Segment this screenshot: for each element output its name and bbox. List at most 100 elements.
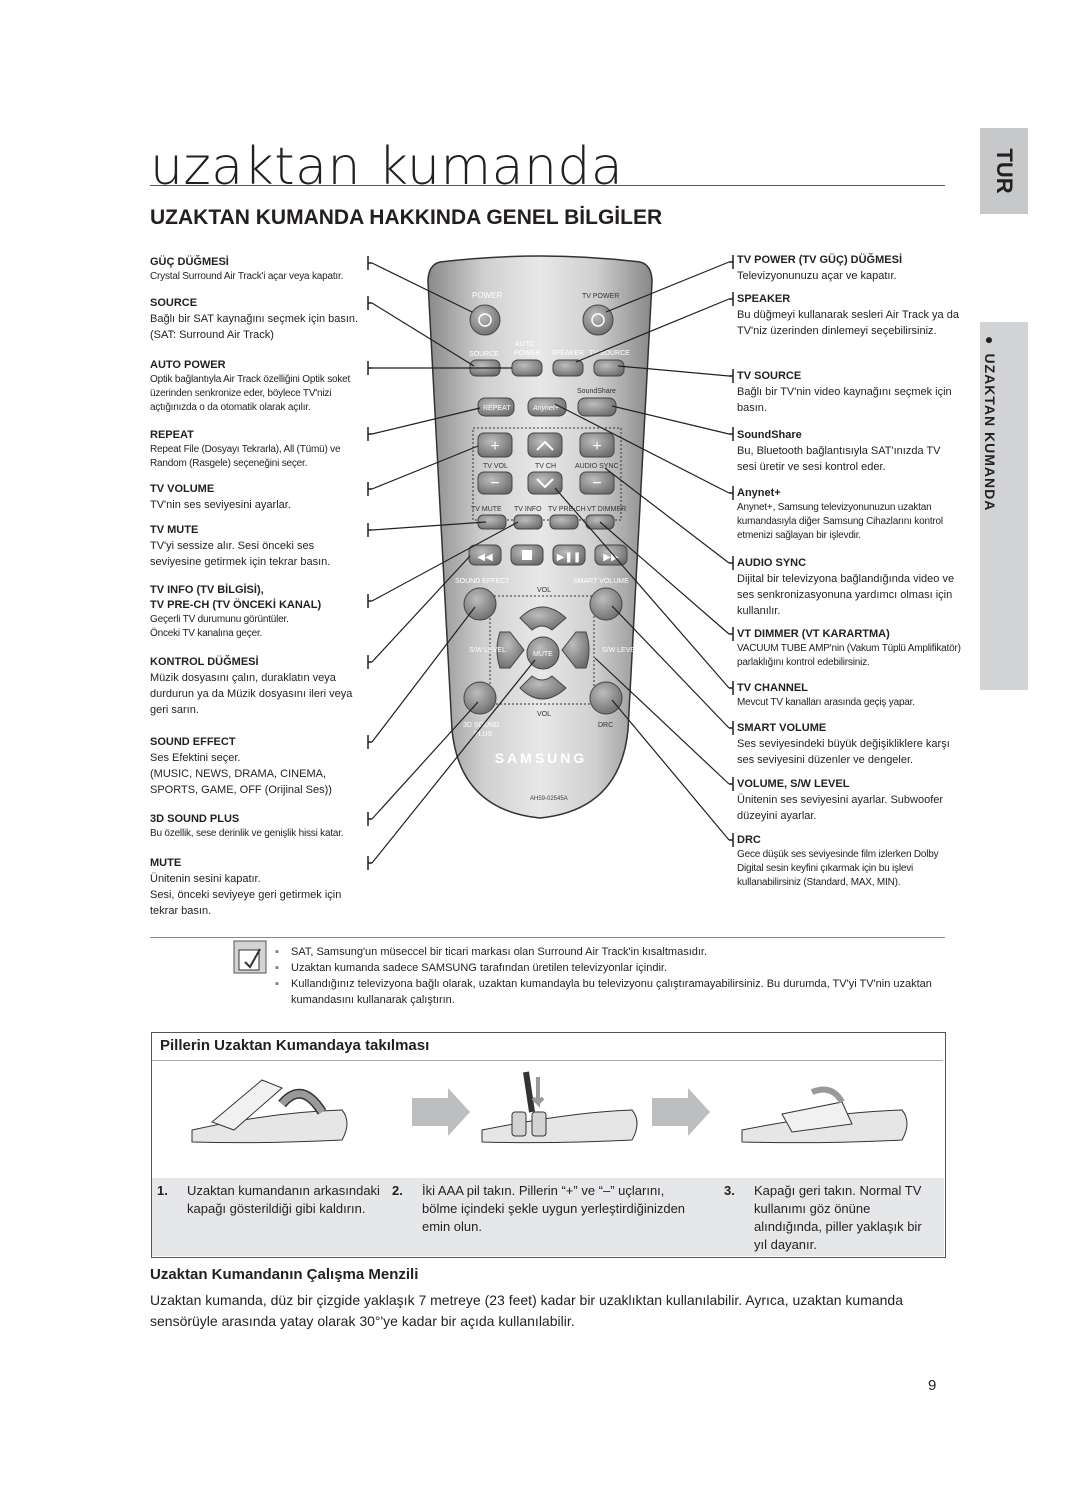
- tv-info-button[interactable]: [513, 514, 543, 530]
- control-pad-outline: [489, 595, 595, 705]
- label-title: TV POWER (TV GÜÇ) DÜĞMESİ: [737, 254, 902, 266]
- label-audio-sync: AUDIO SYNC Dijital bir televizyona bağla…: [737, 556, 962, 619]
- tv-ch-up-button[interactable]: [527, 432, 563, 458]
- tv-prech-text: TV PRE-CH: [548, 506, 586, 513]
- step-text: İki AAA pil takın. Pillerin “+” ve “–” u…: [422, 1183, 686, 1234]
- smart-volume-text: SMART VOLUME: [573, 578, 629, 585]
- tv-ch-text: TV CH: [535, 463, 556, 470]
- label-text: Ses Efektini seçer.: [150, 752, 241, 764]
- label-title: 3D SOUND PLUS: [150, 813, 240, 825]
- label-speaker: SPEAKER Bu düğmeyi kullanarak sesleri Ai…: [737, 292, 962, 339]
- speaker-button[interactable]: [552, 359, 584, 377]
- battery-section: [151, 1032, 946, 1258]
- label-text-2: (MUSIC, NEWS, DRAMA, CINEMA, SPORTS, GAM…: [150, 768, 332, 796]
- label-text: Repeat File (Dosyayı Tekrarla), All (Tüm…: [150, 444, 341, 469]
- right-brackets: [729, 255, 734, 847]
- label-title: MUTE: [150, 857, 182, 869]
- soundshare-text: SoundShare: [577, 388, 616, 395]
- soundshare-button[interactable]: [577, 397, 617, 417]
- step-number: 1.: [157, 1183, 168, 1198]
- repeat-button[interactable]: [477, 397, 515, 417]
- step-number: 3.: [724, 1183, 735, 1198]
- remote-body: [427, 255, 653, 819]
- sound-effect-button[interactable]: [463, 587, 497, 621]
- rewind-button[interactable]: [468, 544, 502, 566]
- sw-level-right-text: S/W LEVEL: [602, 647, 639, 654]
- play-pause-button[interactable]: [552, 544, 586, 566]
- auto-power-button[interactable]: [511, 359, 543, 377]
- label-tv-mute: TV MUTE TV'yi sessize alır. Sesi önceki …: [150, 523, 365, 570]
- plus-text: PLUS: [474, 731, 493, 738]
- power2-text: POWER: [514, 350, 540, 357]
- label-title: SoundShare: [737, 429, 802, 441]
- label-volume-sw: VOLUME, S/W LEVEL Ünitenin ses seviyesin…: [737, 777, 962, 824]
- tv-prech-button[interactable]: [549, 514, 579, 530]
- right-leader-lines: [554, 261, 730, 841]
- tv-mute-text: TV MUTE: [471, 506, 502, 513]
- tv-power-button[interactable]: [582, 304, 614, 336]
- sw-level-left-button[interactable]: [496, 631, 525, 669]
- 3d-sound-text: 3D SOUND: [463, 722, 499, 729]
- audio-sync-down-button[interactable]: [579, 471, 615, 495]
- forward-button[interactable]: [594, 544, 628, 566]
- label-title: REPEAT: [150, 429, 194, 441]
- audio-sync-text: AUDIO SYNC: [575, 463, 619, 470]
- arrow-right-icon: [652, 1088, 710, 1136]
- anynet-button[interactable]: [527, 397, 567, 417]
- battery-insert-illustration: [481, 1071, 638, 1144]
- title-rule: [150, 185, 945, 186]
- notes-list: SAT, Samsung'un müseccel bir ticari mark…: [275, 944, 945, 1008]
- tv-power-icon: [591, 313, 605, 327]
- tv-block-outline: [472, 427, 622, 521]
- label-text: TV'nin ses seviyesini ayarlar.: [150, 499, 291, 511]
- label-control: KONTROL DÜĞMESİ Müzik dosyasını çalın, d…: [150, 655, 365, 718]
- power-text: POWER: [472, 291, 502, 300]
- label-soundshare: SoundShare Bu, Bluetooth bağlantısıyla S…: [737, 428, 962, 475]
- label-text: Gece düşük ses seviyesinde film izlerken…: [737, 849, 939, 888]
- battery-title: Pillerin Uzaktan Kumandaya takılması: [160, 1037, 430, 1054]
- label-title: TV INFO (TV BİLGİSİ),: [150, 584, 264, 596]
- label-source: SOURCE Bağlı bir SAT kaynağını seçmek iç…: [150, 296, 365, 343]
- label-title: VT DIMMER (VT KARARTMA): [737, 628, 890, 640]
- section-title: UZAKTAN KUMANDA HAKKINDA GENEL BİLGİLER: [150, 206, 663, 229]
- label-text: Müzik dosyasını çalın, duraklatın veya d…: [150, 672, 353, 716]
- sw-level-left-text: S/W LEVEL: [469, 647, 506, 654]
- audio-sync-up-button[interactable]: [579, 432, 615, 458]
- smart-volume-button[interactable]: [589, 587, 623, 621]
- tv-ch-down-button[interactable]: [527, 471, 563, 495]
- sound-effect-text: SOUND EFFECT: [455, 578, 510, 585]
- 3d-sound-button[interactable]: [463, 681, 497, 715]
- remote-back-close-illustration: [741, 1086, 908, 1144]
- label-anynet: Anynet+ Anynet+, Samsung televizyonunuzu…: [737, 486, 962, 543]
- chevron-up-icon: [536, 440, 554, 451]
- sw-level-right-button[interactable]: [561, 631, 590, 669]
- drc-text: DRC: [598, 722, 613, 729]
- label-text: Dijital bir televizyona bağlandığında vi…: [737, 573, 955, 617]
- tv-vol-down-button[interactable]: [477, 471, 513, 495]
- label-text: Mevcut TV kanalları arasında geçiş yapar…: [737, 697, 915, 708]
- mute-button[interactable]: [526, 636, 560, 670]
- label-drc: DRC Gece düşük ses seviyesinde film izle…: [737, 833, 962, 890]
- anynet-text: Anynet+: [532, 405, 559, 412]
- label-title: TV VOLUME: [150, 483, 215, 495]
- battery-step-2: 2. İki AAA pil takın. Pillerin “+” ve “–…: [392, 1182, 692, 1238]
- vol-up-button[interactable]: [519, 606, 567, 631]
- drc-button[interactable]: [589, 681, 623, 715]
- chevron-down-icon: [536, 478, 554, 489]
- stop-icon: [522, 550, 532, 560]
- brand-logo: SAMSUNG: [495, 750, 588, 766]
- vol-down-button[interactable]: [519, 675, 567, 700]
- label-auto-power: AUTO POWER Optik bağlantıyla Air Track ö…: [150, 358, 365, 415]
- battery-illustrations: [191, 1071, 908, 1144]
- label-text: Ses seviyesindeki büyük değişikliklere k…: [737, 738, 950, 766]
- tv-vol-up-button[interactable]: [477, 432, 513, 458]
- power-button[interactable]: [469, 304, 501, 336]
- tv-source-text: TV SOURCE: [589, 350, 630, 357]
- step-number: 2.: [392, 1183, 403, 1198]
- tv-power-text: TV POWER: [582, 293, 619, 300]
- label-text: Crystal Surround Air Track'i açar veya k…: [150, 271, 344, 282]
- left-leader-lines: [371, 262, 536, 864]
- label-title: TV MUTE: [150, 524, 199, 536]
- tv-source-button[interactable]: [593, 359, 625, 377]
- range-title: Uzaktan Kumandanın Çalışma Menzili: [150, 1266, 419, 1283]
